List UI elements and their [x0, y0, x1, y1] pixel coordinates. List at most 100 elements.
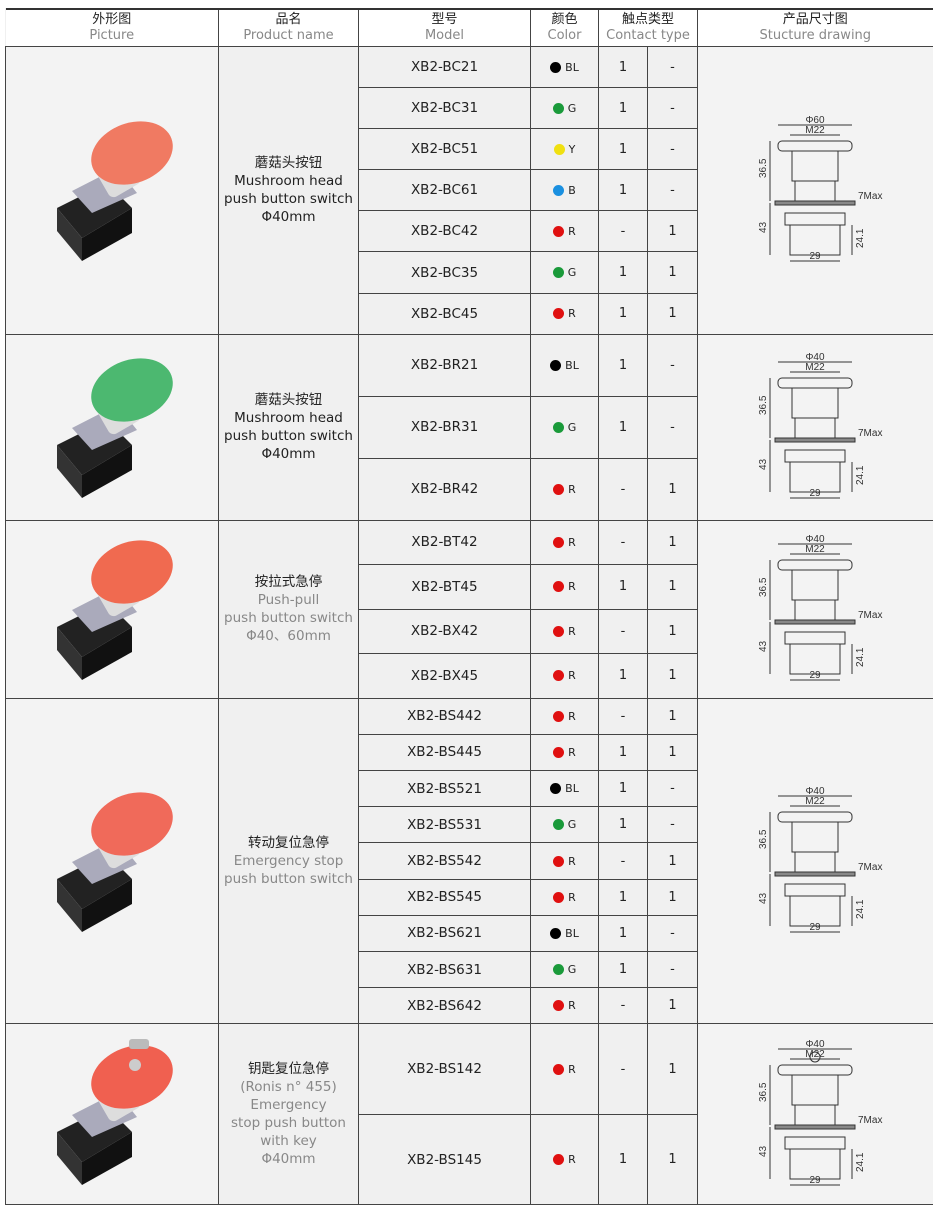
- color-code: R: [568, 1062, 576, 1076]
- color-cell: G: [530, 395, 599, 459]
- contact-no: 1: [598, 87, 648, 130]
- structure-drawing: Φ40 M22 7Max 36.5 43 24.1 29: [758, 786, 882, 933]
- color-code: R: [568, 745, 576, 759]
- model-cell: XB2-BC51: [358, 128, 531, 171]
- dim-thread: M22: [806, 796, 826, 807]
- color-cell: BL: [530, 770, 599, 808]
- color-dot-icon: [553, 670, 565, 682]
- dim-panel: 7Max: [858, 610, 882, 621]
- color-dot-icon: [550, 783, 562, 795]
- color-code: R: [568, 854, 576, 868]
- color-cell: G: [530, 87, 599, 130]
- dim-panel: 7Max: [858, 191, 882, 202]
- button-photo: [57, 1039, 173, 1186]
- button-photo: [57, 540, 173, 681]
- dim-width: 29: [810, 922, 822, 933]
- dim-h3: 24.1: [855, 228, 866, 248]
- dim-panel: 7Max: [858, 428, 882, 439]
- color-code: R: [568, 1153, 576, 1167]
- color-code: G: [567, 420, 577, 434]
- contact-no: -: [598, 608, 648, 655]
- color-cell: R: [530, 519, 599, 566]
- dim-diameter: Φ60: [806, 115, 826, 126]
- product-picture: [5, 697, 219, 1025]
- contact-nc: 1: [646, 697, 699, 735]
- color-dot-icon: [553, 855, 565, 867]
- contact-no: -: [598, 1023, 648, 1115]
- header-cn: 产品尺寸图: [782, 12, 848, 27]
- color-dot-icon: [553, 536, 565, 548]
- color-code: R: [568, 580, 576, 594]
- model-cell: XB2-BC21: [358, 45, 531, 89]
- contact-nc: 1: [646, 653, 699, 699]
- color-cell: R: [530, 1113, 599, 1206]
- contact-nc: 1: [646, 292, 699, 335]
- button-photo: [57, 121, 173, 262]
- contact-nc: 1: [646, 878, 699, 916]
- color-dot-icon: [553, 143, 565, 155]
- contact-no: -: [598, 210, 648, 253]
- color-dot-icon: [552, 102, 564, 114]
- color-cell: BL: [530, 45, 599, 89]
- name-en: Φ40mm: [261, 209, 316, 226]
- color-cell: BL: [530, 333, 599, 397]
- name-en: push button switch: [224, 428, 353, 445]
- color-code: G: [567, 101, 577, 115]
- header-en: Stucture drawing: [759, 28, 872, 43]
- color-dot-icon: [553, 581, 565, 593]
- dim-diameter: Φ40: [806, 534, 826, 545]
- contact-no: 1: [598, 395, 648, 459]
- contact-nc: 1: [646, 564, 699, 610]
- dim-h3: 24.1: [855, 899, 866, 919]
- contact-no: 1: [598, 1113, 648, 1206]
- contact-nc: 1: [646, 519, 699, 566]
- drawing-cell: Φ40 M22 7Max 36.5 43 24.1 29: [697, 697, 933, 1025]
- contact-nc: 1: [646, 251, 699, 294]
- name-en: Φ40mm: [261, 446, 316, 463]
- contact-no: 1: [598, 733, 648, 772]
- name-cn: 蘑菇头按钮: [254, 392, 323, 409]
- dim-thread: M22: [806, 362, 826, 373]
- header-en: Picture: [89, 28, 135, 43]
- model-cell: XB2-BR42: [358, 457, 531, 521]
- color-code: Y: [568, 142, 576, 156]
- color-dot-icon: [550, 61, 562, 73]
- name-en: Mushroom head: [234, 173, 343, 190]
- dim-h3: 24.1: [855, 647, 866, 667]
- contact-no: -: [598, 987, 648, 1025]
- dim-h2: 43: [758, 892, 769, 904]
- contact-no: -: [598, 457, 648, 521]
- dim-h2: 43: [758, 641, 769, 653]
- contact-no: 1: [598, 806, 648, 844]
- color-cell: BL: [530, 914, 599, 952]
- header-cn: 型号: [431, 12, 458, 27]
- model-cell: XB2-BC35: [358, 251, 531, 294]
- color-cell: G: [530, 950, 599, 989]
- color-code: BL: [565, 60, 579, 74]
- color-code: G: [567, 818, 577, 832]
- button-photo: [57, 358, 173, 499]
- dim-h1: 36.5: [758, 577, 769, 597]
- color-dot-icon: [552, 267, 564, 279]
- dim-diameter: Φ40: [806, 786, 826, 797]
- model-cell: XB2-BC42: [358, 210, 531, 253]
- header-cn: 颜色: [551, 12, 578, 27]
- color-code: G: [567, 266, 577, 280]
- color-code: R: [568, 482, 576, 496]
- dim-h2: 43: [758, 459, 769, 471]
- contact-nc: -: [646, 169, 699, 212]
- color-cell: B: [530, 169, 599, 212]
- contact-nc: -: [646, 914, 699, 952]
- dim-diameter: Φ40: [806, 352, 826, 363]
